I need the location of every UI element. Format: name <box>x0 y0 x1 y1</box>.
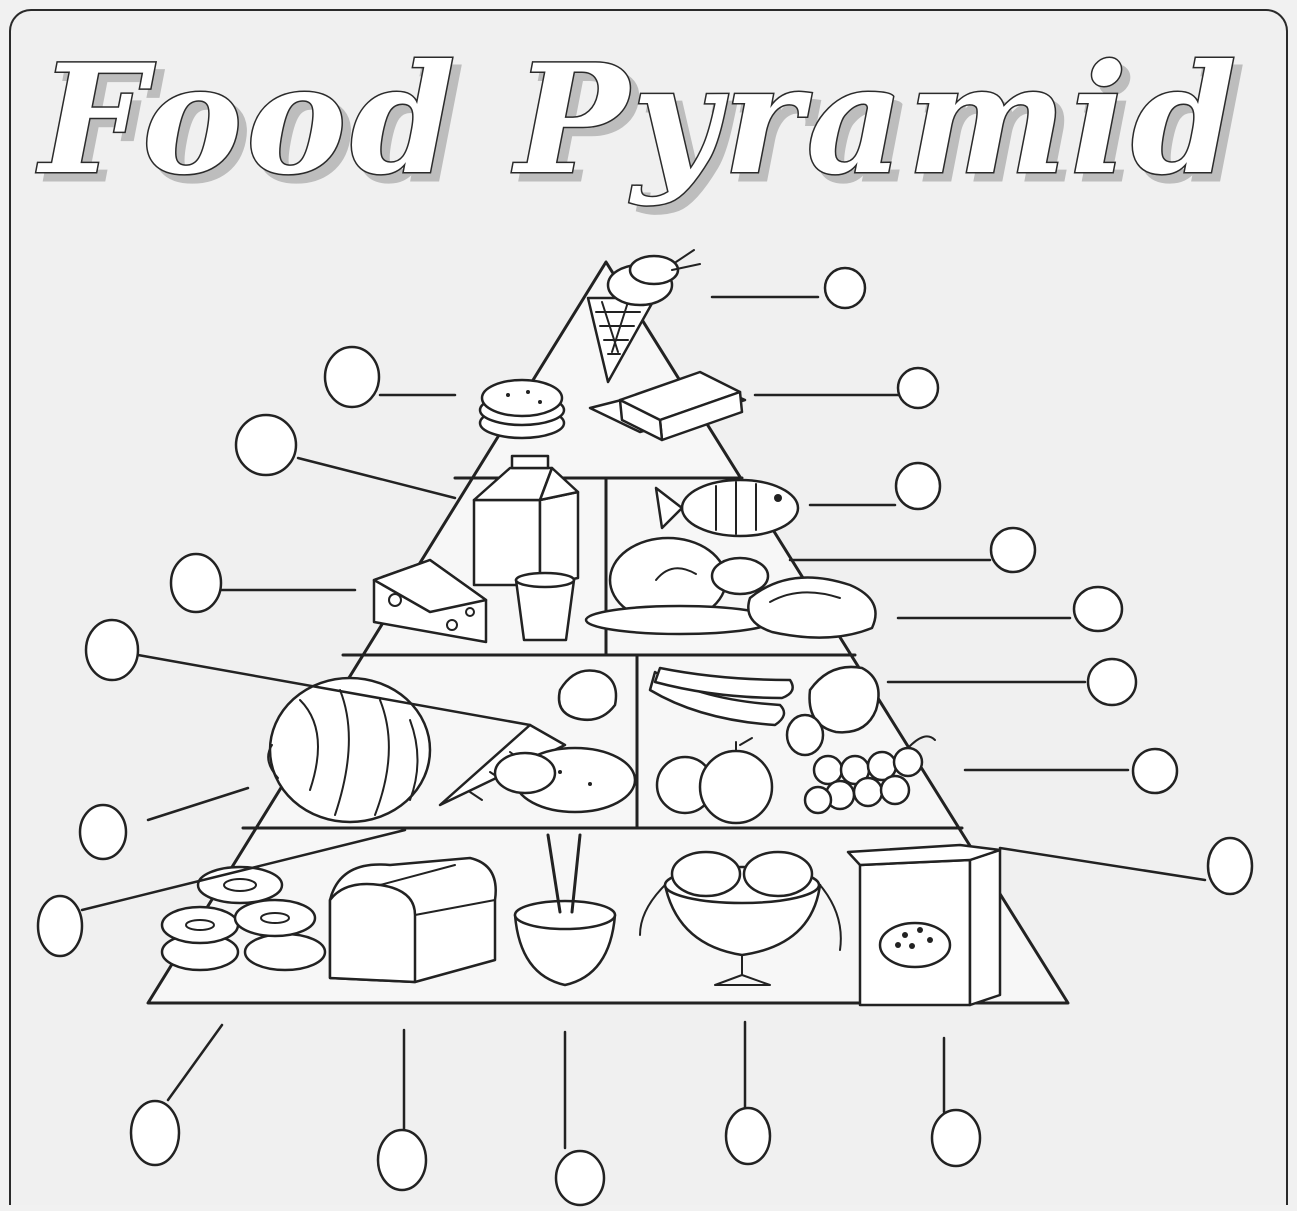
label-blank[interactable] <box>378 1130 426 1190</box>
lettuce-icon <box>268 678 430 822</box>
label-blank[interactable] <box>896 463 940 509</box>
cookies-icon <box>480 380 564 438</box>
label-blank[interactable] <box>932 1110 980 1166</box>
label-blank[interactable] <box>171 554 221 612</box>
label-blank[interactable] <box>556 1151 604 1205</box>
label-blank[interactable] <box>80 805 126 859</box>
label-blank[interactable] <box>131 1101 179 1165</box>
bread-loaf-icon <box>330 858 496 982</box>
label-blank[interactable] <box>38 896 82 956</box>
label-blank[interactable] <box>726 1108 770 1164</box>
label-blank[interactable] <box>991 528 1035 572</box>
page-title: Food Pyramid <box>36 32 1240 208</box>
label-blank[interactable] <box>825 268 865 308</box>
steak-icon <box>748 577 875 637</box>
label-blank[interactable] <box>898 368 938 408</box>
label-blank[interactable] <box>325 347 379 407</box>
label-blank[interactable] <box>86 620 138 680</box>
title-group: Food Pyramid Food Pyramid <box>36 32 1248 216</box>
glass-of-milk-icon <box>516 573 574 640</box>
cereal-box-icon <box>848 845 1000 1005</box>
label-blank[interactable] <box>1208 838 1252 894</box>
label-blank[interactable] <box>1074 587 1122 631</box>
label-blank[interactable] <box>1088 659 1136 705</box>
label-blank[interactable] <box>236 415 296 475</box>
label-blank[interactable] <box>1133 749 1177 793</box>
